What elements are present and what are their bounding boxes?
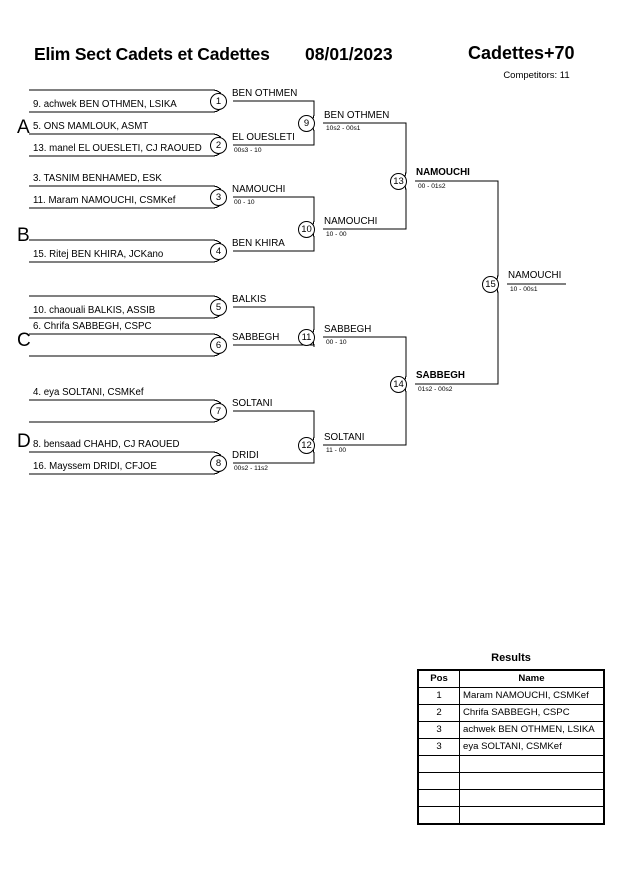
match-score-10: 10 - 00 [326, 231, 347, 238]
header: Elim Sect Cadets et Cadettes 08/01/2023 … [0, 0, 630, 81]
bracket-lines [29, 89, 566, 475]
table-row[interactable] [417, 789, 605, 807]
match-score-8: 00s2 - 11s2 [234, 465, 268, 472]
result-name: Chrifa SABBEGH, CSPC [459, 704, 605, 722]
match-score-2: 00s3 - 10 [234, 147, 262, 154]
entry-slot-3: 5. ONS MAMLOUK, ASMT [33, 121, 149, 132]
result-name: Maram NAMOUCHI, CSMKef [459, 687, 605, 705]
entry-slot-5: 3. TASNIM BENHAMED, ESK [33, 173, 162, 184]
tournament-bracket: A B C D 9. achwek BEN OTHMEN, LSIKA 5. O… [17, 88, 566, 475]
result-pos [417, 806, 460, 825]
section-letter-c: C [17, 330, 31, 351]
match-number-6[interactable]: 6 [210, 337, 227, 354]
section-letter-a: A [17, 117, 30, 138]
match-score-3: 00 - 10 [234, 199, 255, 206]
table-row[interactable]: 1 Maram NAMOUCHI, CSMKef [417, 687, 605, 705]
match-score-13: 00 - 01s2 [418, 183, 446, 190]
match-number-15[interactable]: 15 [482, 276, 499, 293]
match-number-3[interactable]: 3 [210, 189, 227, 206]
match-number-14[interactable]: 14 [390, 376, 407, 393]
match-winner-8: DRIDI [232, 450, 259, 461]
results-col-name: Name [459, 669, 605, 688]
result-name [459, 755, 605, 773]
results-table: Pos Name 1 Maram NAMOUCHI, CSMKef 2 Chri… [417, 669, 605, 825]
section-letter-d: D [17, 431, 31, 452]
result-pos: 1 [417, 687, 460, 705]
entry-slot-4: 13. manel EL OUESLETI, CJ RAOUED [33, 143, 202, 154]
result-name [459, 772, 605, 790]
match-number-1[interactable]: 1 [210, 93, 227, 110]
match-winner-1: BEN OTHMEN [232, 88, 298, 99]
category-title: Cadettes+70 [468, 43, 575, 63]
match-score-15: 10 - 00s1 [510, 286, 538, 293]
tournament-date: 08/01/2023 [305, 44, 393, 64]
table-row[interactable]: 3 achwek BEN OTHMEN, LSIKA [417, 721, 605, 739]
results-col-pos: Pos [417, 669, 460, 688]
match-winner-4: BEN KHIRA [232, 238, 285, 249]
match-number-8[interactable]: 8 [210, 455, 227, 472]
entry-slot-2: 9. achwek BEN OTHMEN, LSIKA [33, 99, 177, 110]
match-winner-2: EL OUESLETI [232, 132, 295, 143]
match-number-11[interactable]: 11 [298, 329, 315, 346]
match-winner-14: SABBEGH [416, 370, 465, 381]
match-winner-12: SOLTANI [324, 432, 365, 443]
match-score-12: 11 - 00 [326, 447, 347, 454]
entry-slot-8: 15. Ritej BEN KHIRA, JCKano [33, 249, 164, 260]
results-title: Results [491, 652, 531, 664]
match-winner-10: NAMOUCHI [324, 216, 378, 227]
results-panel: Results Pos Name 1 Maram NAMOUCHI, CSMKe… [417, 652, 605, 825]
section-letter-b: B [17, 225, 30, 246]
entry-slot-11: 6. Chrifa SABBEGH, CSPC [33, 321, 152, 332]
result-pos [417, 755, 460, 773]
result-pos [417, 789, 460, 807]
match-score-11: 00 - 10 [326, 339, 347, 346]
match-number-12[interactable]: 12 [298, 437, 315, 454]
match-winner-7: SOLTANI [232, 398, 273, 409]
entry-slot-10: 10. chaouali BALKIS, ASSIB [33, 305, 156, 316]
match-number-2[interactable]: 2 [210, 137, 227, 154]
table-row[interactable]: 2 Chrifa SABBEGH, CSPC [417, 704, 605, 722]
table-row[interactable] [417, 772, 605, 790]
table-row[interactable]: 3 eya SOLTANI, CSMKef [417, 738, 605, 756]
match-number-9[interactable]: 9 [298, 115, 315, 132]
entry-slot-15: 8. bensaad CHAHD, CJ RAOUED [33, 439, 180, 450]
match-winner-15: NAMOUCHI [508, 270, 562, 281]
match-winner-6: SABBEGH [232, 332, 280, 343]
entry-slot-6: 11. Maram NAMOUCHI, CSMKef [33, 195, 176, 206]
match-score-9: 10s2 - 00s1 [326, 125, 361, 132]
match-number-4[interactable]: 4 [210, 243, 227, 260]
match-number-7[interactable]: 7 [210, 403, 227, 420]
result-pos: 2 [417, 704, 460, 722]
result-pos: 3 [417, 721, 460, 739]
result-name: eya SOLTANI, CSMKef [459, 738, 605, 756]
result-name [459, 806, 605, 825]
match-number-5[interactable]: 5 [210, 299, 227, 316]
result-name [459, 789, 605, 807]
entry-slot-16: 16. Mayssem DRIDI, CFJOE [33, 461, 157, 472]
match-winner-11: SABBEGH [324, 324, 372, 335]
match-winner-3: NAMOUCHI [232, 184, 286, 195]
table-row[interactable] [417, 755, 605, 773]
match-score-14: 01s2 - 00s2 [418, 386, 453, 393]
match-number-13[interactable]: 13 [390, 173, 407, 190]
results-header-row: Pos Name [417, 669, 605, 688]
tournament-title: Elim Sect Cadets et Cadettes [34, 44, 270, 64]
match-winner-9: BEN OTHMEN [324, 110, 390, 121]
result-pos: 3 [417, 738, 460, 756]
match-winner-13: NAMOUCHI [416, 167, 470, 178]
table-row[interactable] [417, 806, 605, 825]
match-winner-5: BALKIS [232, 294, 267, 305]
result-name: achwek BEN OTHMEN, LSIKA [459, 721, 605, 739]
result-pos [417, 772, 460, 790]
entry-slot-13: 4. eya SOLTANI, CSMKef [33, 387, 144, 398]
match-number-10[interactable]: 10 [298, 221, 315, 238]
competitors-count: Competitors: 11 [503, 70, 570, 81]
